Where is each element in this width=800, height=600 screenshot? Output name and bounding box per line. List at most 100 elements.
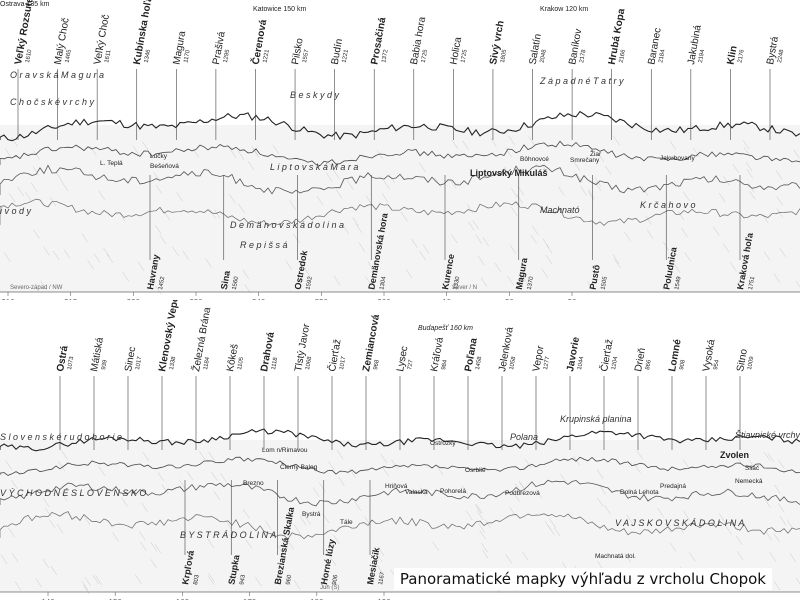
- place-label: Osrblie: [465, 467, 486, 474]
- peak-height: 954: [713, 359, 721, 371]
- peak-height: 939: [101, 359, 109, 371]
- azimuth-tick-label: 360: [377, 298, 391, 300]
- peak-height: 1725: [460, 49, 468, 64]
- azimuth-tick-label: 320: [127, 298, 141, 300]
- azimuth-tick-label: 10: [442, 298, 451, 300]
- place-label: Žiar: [590, 149, 602, 158]
- place-label: Smrečany: [570, 157, 600, 164]
- range-label: B e s k y d y: [290, 90, 340, 100]
- peak-height: 1044: [577, 356, 585, 371]
- range-label: L i p t o v s k á M a r a: [270, 162, 358, 172]
- peak-height: 1204: [611, 356, 619, 371]
- peak-height: 1751: [748, 276, 756, 291]
- place-label: Lúčky: [150, 153, 168, 160]
- range-label: D e m ä n o v s k á d o l i n a: [230, 220, 344, 230]
- range-label: Štiavnické vrchy: [735, 430, 800, 440]
- azimuth-tick-label: 140: [41, 598, 55, 600]
- range-label: V A J S K O V S K Á D O L I N A: [615, 518, 744, 528]
- range-label: Z á p a d n é T a t r y: [539, 76, 624, 86]
- peak-height: 1611: [104, 49, 112, 63]
- map-caption: Panoramatické mapky výhľadu z vrcholu Ch…: [393, 568, 772, 590]
- azimuth-tick-label: 20: [505, 298, 514, 300]
- azimuth-ticks: 310315320330340350360102030: [1, 292, 577, 300]
- city-label: Krakow 120 km: [540, 6, 588, 13]
- range-label: Machnató: [540, 205, 580, 215]
- peak-height: 1370: [527, 276, 535, 291]
- peak-height: 1346: [144, 49, 152, 64]
- place-label: Čierny Balog: [280, 462, 318, 471]
- peak-height: 2166: [619, 49, 627, 64]
- place-label: Lom n/Rimavou: [262, 447, 308, 454]
- peak-height: 1058: [509, 356, 517, 371]
- peak-height: 968: [373, 359, 381, 371]
- peak-height: 1073: [67, 356, 75, 371]
- peak-name: Sina: [219, 269, 232, 290]
- peak-height: 1557: [302, 49, 310, 64]
- peak-height: 1277: [543, 356, 551, 371]
- range-label: C h o č s k é v r c h y: [10, 97, 95, 107]
- peak-name: Kôkeš: [225, 343, 241, 372]
- city-label: Budapešť 160 km: [418, 325, 473, 332]
- azimuth-tick-label: 170: [243, 598, 257, 600]
- range-label: O r a v s k á M a g u r a: [10, 70, 104, 80]
- peak-name: Sitno: [735, 348, 750, 373]
- peak-height: 1465: [65, 49, 73, 64]
- peak-height: 2048: [540, 49, 548, 64]
- peak-height: 1009: [747, 356, 755, 371]
- peak-height: 1184: [203, 356, 211, 370]
- range-labels: O r a v s k á M a g u r a C h o č s k é v…: [0, 70, 696, 250]
- range-label: R e p i š s á: [240, 240, 288, 250]
- peak-height: 1221: [342, 49, 350, 64]
- place-label: Bôhnovcé: [520, 156, 549, 163]
- range-label: Polana: [510, 432, 538, 442]
- azimuth-tick-label: 150: [109, 598, 123, 600]
- peak-height: 1017: [339, 356, 347, 371]
- peak-height: 2248: [777, 49, 785, 64]
- terrain-hatching: [3, 135, 800, 295]
- peak-height: 1592: [306, 276, 314, 291]
- azimuth-tick-label: 180: [310, 598, 324, 600]
- peak-name: Bystrá: [765, 35, 781, 65]
- peak-height: 2178: [579, 49, 587, 64]
- peak-height: 1610: [25, 49, 33, 64]
- peak-height: 1295: [223, 49, 231, 64]
- peak-height: 2194: [698, 49, 706, 64]
- peak-name: Lysec: [395, 345, 410, 372]
- peak-height: 1338: [169, 356, 177, 371]
- range-labels: S l o v e n s k é r u d o h o r i eV Ý C…: [0, 414, 800, 540]
- ridge-line: [0, 428, 800, 452]
- azimuth-ticks: 140150160170180190: [41, 592, 391, 600]
- peak-height: 1105: [237, 356, 245, 370]
- peak-height: 984: [441, 359, 449, 371]
- azimuth-tick-label: 350: [315, 298, 329, 300]
- place-label: Tále: [340, 519, 353, 526]
- place-label: Ostrôžky: [430, 440, 456, 447]
- ridge-line: [0, 511, 800, 540]
- peak-name: Klin: [726, 45, 740, 66]
- place-label: Nemecká: [735, 478, 763, 485]
- peak-name: Ostrá: [55, 344, 70, 372]
- peak-name: Salatín: [528, 33, 544, 66]
- peak-height: 727: [407, 359, 415, 371]
- direction-label: Juh (S): [320, 585, 339, 591]
- peak-height: 1304: [379, 276, 387, 291]
